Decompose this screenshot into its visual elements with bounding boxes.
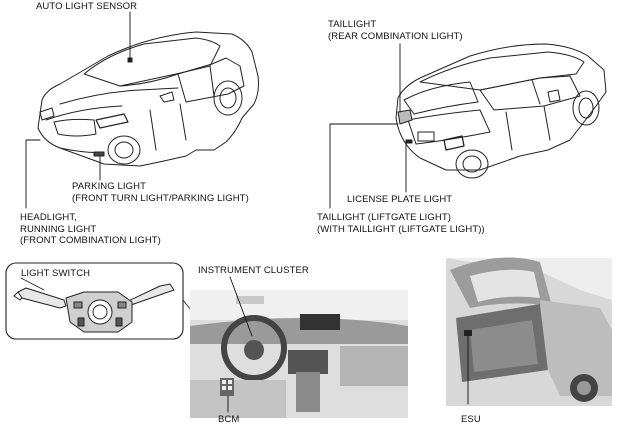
front-car-illustration [37,31,259,167]
label-esu: ESU [461,414,481,425]
liftgate-photo [446,257,612,406]
light-switch-illustration [5,262,227,355]
label-auto-light-sensor: AUTO LIGHT SENSOR [36,1,138,12]
dashboard-photo [190,276,408,418]
label-bcm: BCM [218,414,240,425]
leader-lines [25,11,407,209]
label-light-switch: LIGHT SWITCH [21,268,91,279]
label-taillight-liftgate: TAILLIGHT (LIFTGATE LIGHT) (WITH TAILLIG… [317,212,485,235]
label-license-plate-light: LICENSE PLATE LIGHT [347,194,453,205]
label-parking-light: PARKING LIGHT (FRONT TURN LIGHT/PARKING … [72,181,249,204]
label-taillight-rear: TAILLIGHT (REAR COMBINATION LIGHT) [328,19,463,42]
rear-car-illustration [395,43,607,179]
label-instrument-cluster: INSTRUMENT CLUSTER [198,265,309,276]
label-headlight: HEADLIGHT, RUNNING LIGHT (FRONT COMBINAT… [20,212,161,246]
